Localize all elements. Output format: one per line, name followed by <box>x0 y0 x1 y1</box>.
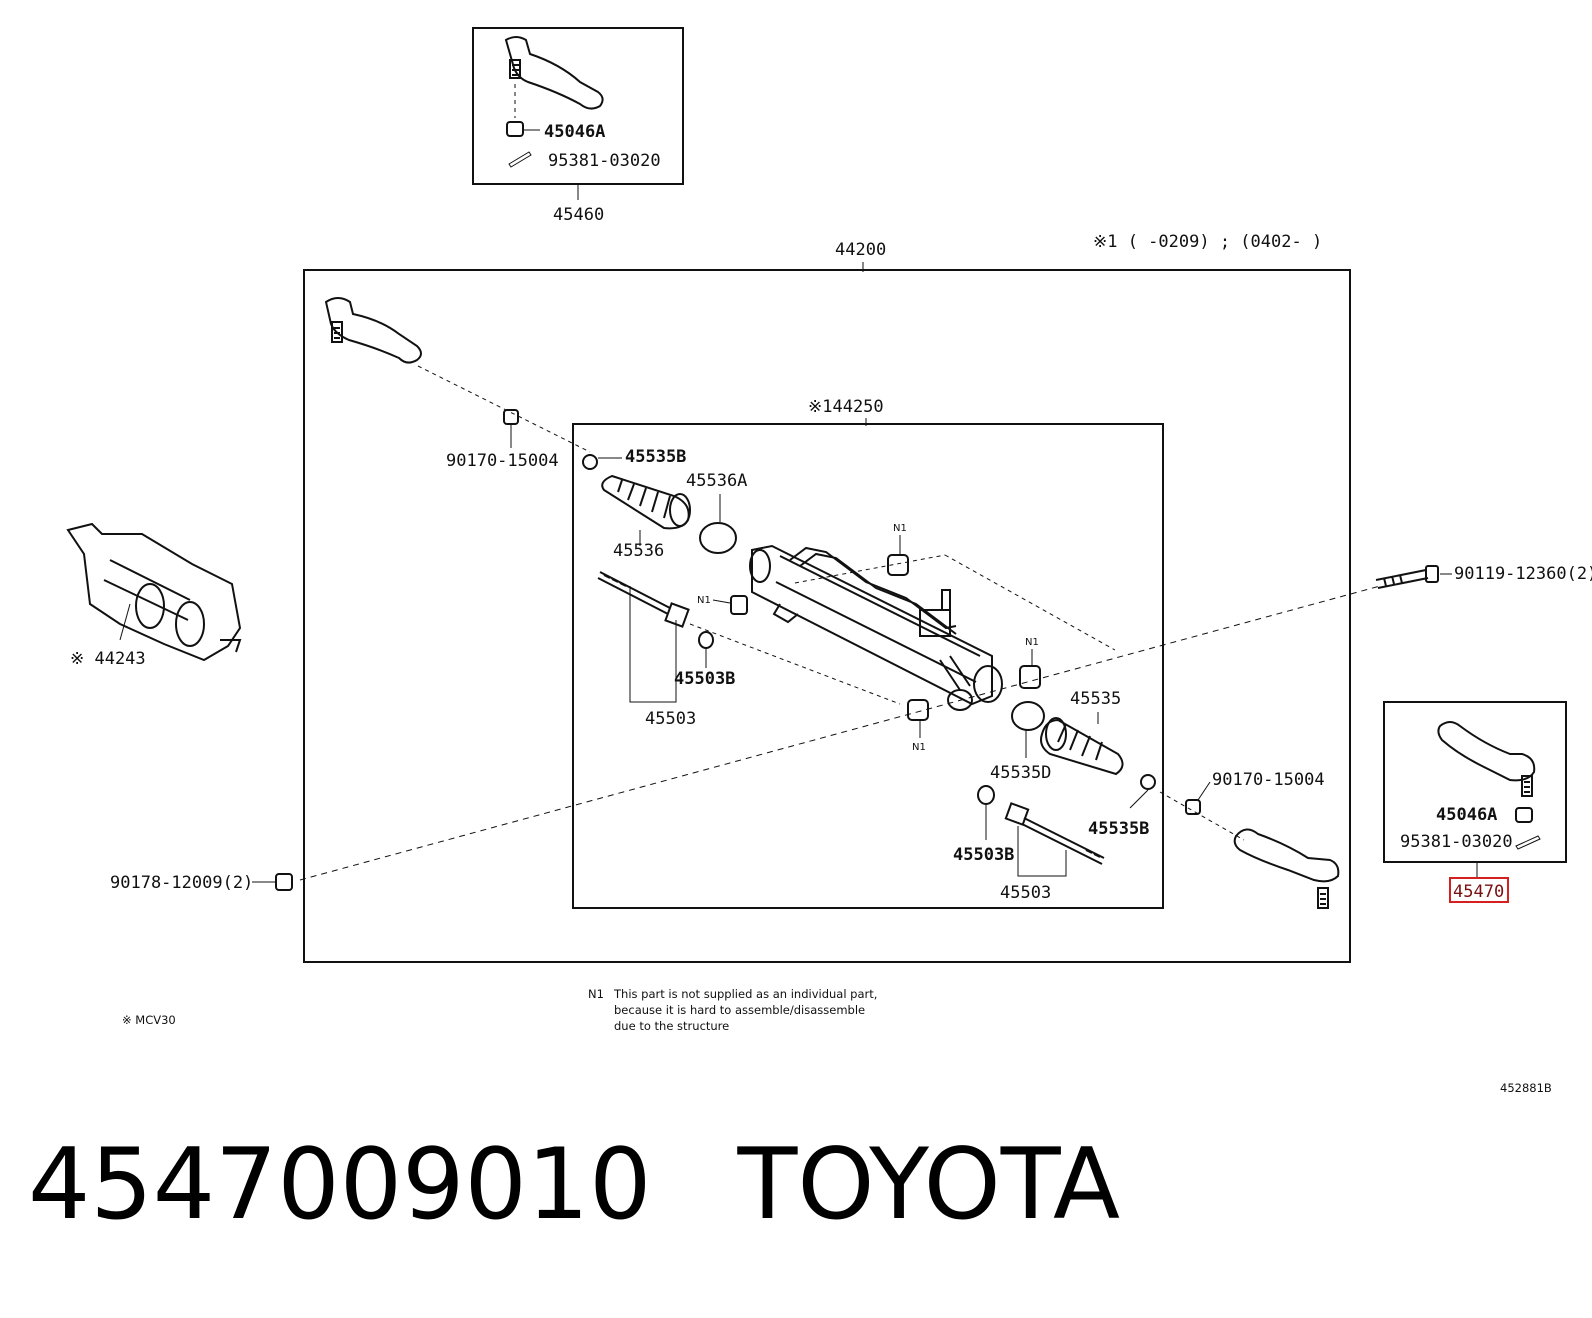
n1-mount-lower-icon <box>907 699 929 721</box>
rack-box-frame <box>572 423 1164 909</box>
right-box-tie-rod-icon <box>1437 721 1536 797</box>
n1-mount-upper-icon <box>887 554 909 576</box>
right-inner-rod-label: 45503 <box>1000 883 1051 903</box>
top-box-label: 45460 <box>553 205 604 225</box>
top-tie-rod-end-group: 45046A 95381-03020 45460 <box>472 27 684 225</box>
mount-nut-icon <box>275 873 293 891</box>
left-inner-rod-label: 45503 <box>645 709 696 729</box>
top-cotter-pin-label: 95381-03020 <box>548 151 661 171</box>
left-inner-rod-icon <box>597 571 690 628</box>
left-inner-washer-label: 45503B <box>674 669 735 689</box>
rack-box-label: ※144250 <box>808 397 884 417</box>
footnote-line-3: due to the structure <box>614 1019 729 1033</box>
right-box-nut-label: 45046A <box>1436 805 1497 825</box>
right-clamp-icon <box>1140 774 1156 790</box>
main-box-label: 44200 <box>835 240 886 260</box>
diagram-code: 452881B <box>1500 1081 1552 1095</box>
main-box-frame <box>303 269 1351 963</box>
right-inner-washer-label: 45503B <box>953 845 1014 865</box>
right-inner-washer-icon <box>977 785 995 805</box>
mount-bolt-label: 90119-12360(2) <box>1454 564 1592 584</box>
right-nut-icon <box>1185 799 1201 815</box>
n1-label-d: N1 <box>912 742 926 753</box>
footnote-line-2: because it is hard to assemble/disassemb… <box>614 1003 865 1017</box>
right-nut-label: 90170-15004 <box>1212 770 1325 790</box>
right-boot-icon <box>1040 717 1124 776</box>
n1-mount-right-icon <box>1019 665 1041 689</box>
top-tie-rod-end-icon <box>504 36 604 110</box>
footnote-marker: N1 <box>588 987 604 1001</box>
right-box-nut-icon <box>1515 807 1533 823</box>
part-number: 4547009010 <box>28 1128 652 1242</box>
heat-shield-icon <box>66 522 242 662</box>
brand-name: TOYOTA <box>737 1128 1121 1242</box>
left-tie-rod-end-icon <box>324 297 422 364</box>
right-tie-rod-end-group: 45046A 95381-03020 45470 <box>1383 701 1567 903</box>
footnote-line-1: This part is not supplied as an individu… <box>613 987 877 1001</box>
top-cotter-pin-icon <box>508 151 532 168</box>
n1-label-a: N1 <box>697 595 711 606</box>
right-boot-label: 45535 <box>1070 689 1121 709</box>
n1-bushing-left-icon <box>730 595 748 615</box>
highlight-frame <box>1449 877 1509 903</box>
left-nut-label: 90170-15004 <box>446 451 559 471</box>
left-boot-icon <box>601 474 691 530</box>
right-clamp-label: 45535B <box>1088 819 1149 839</box>
right-boot-clamp-label: 45535D <box>990 763 1051 783</box>
top-nut-label: 45046A <box>544 122 605 142</box>
model-note: ※ MCV30 <box>122 1013 176 1027</box>
right-box-frame <box>1383 701 1567 863</box>
left-clamp-icon <box>582 454 598 470</box>
left-clamp-label: 45535B <box>625 447 686 467</box>
mount-bolt-icon <box>1375 565 1439 589</box>
left-boot-clamp-label: 45536A <box>686 471 747 491</box>
left-nut-icon <box>503 409 519 425</box>
right-boot-clamp-icon <box>1011 701 1045 731</box>
n1-label-b: N1 <box>893 523 907 534</box>
left-boot-clamp-icon <box>699 522 737 554</box>
right-box-cotter-pin-icon <box>1515 835 1541 850</box>
right-inner-rod-icon <box>1004 802 1105 865</box>
right-box-cotter-pin-label: 95381-03020 <box>1400 832 1513 852</box>
heat-shield-label: ※ 44243 <box>70 649 146 669</box>
n1-label-c: N1 <box>1025 637 1039 648</box>
top-nut-icon <box>506 121 524 137</box>
steering-rack-housing-icon <box>749 544 1003 711</box>
variant-note: ※1 ( -0209) ; (0402- ) <box>1093 232 1322 252</box>
mount-nut-label: 90178-12009(2) <box>110 873 253 893</box>
left-boot-label: 45536 <box>613 541 664 561</box>
right-tie-rod-end-icon <box>1233 828 1340 909</box>
mount-axis-line <box>299 585 1381 881</box>
left-inner-washer-icon <box>698 631 714 649</box>
part-caption: 4547009010 TOYOTA <box>28 1128 1120 1242</box>
right-box-label[interactable]: 45470 <box>1453 882 1504 902</box>
